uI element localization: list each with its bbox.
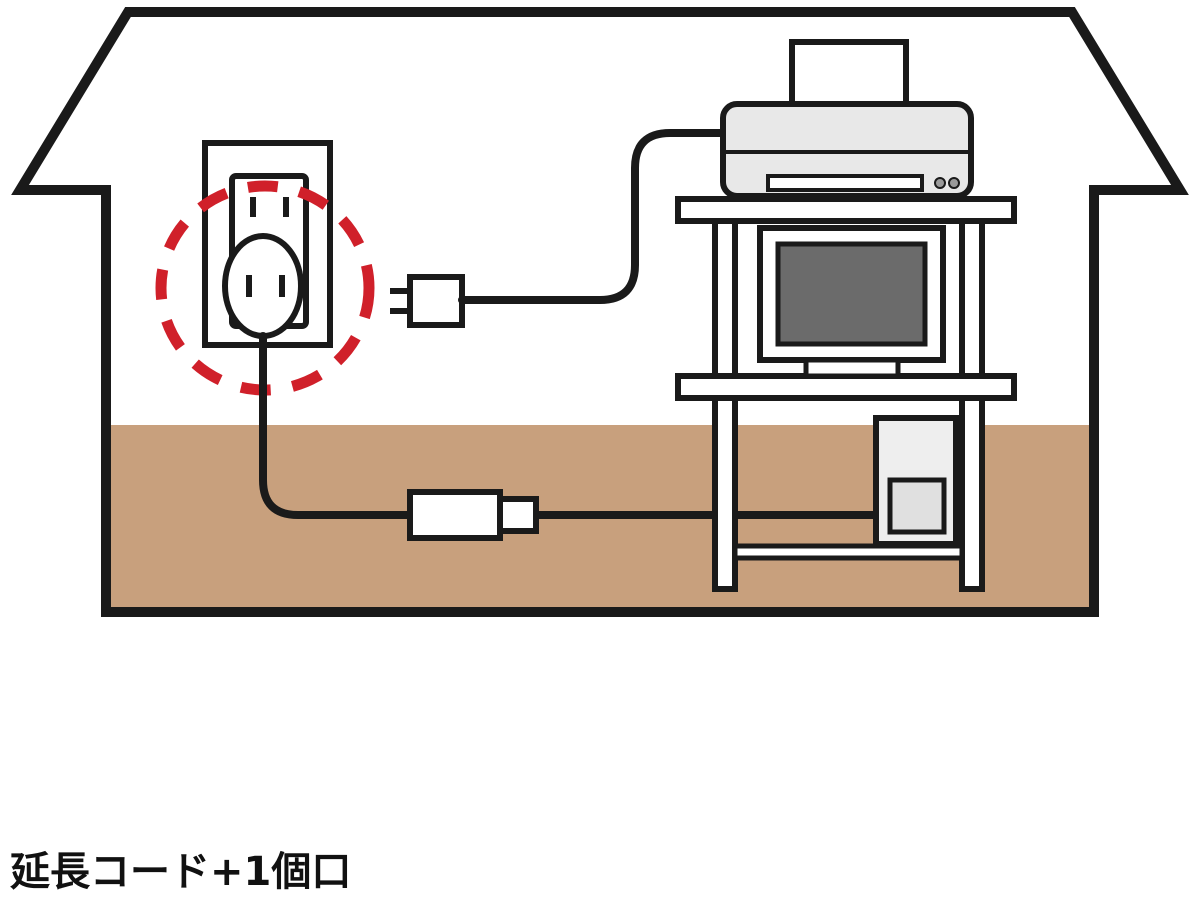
printer-icon bbox=[720, 39, 974, 199]
outlet-adapter bbox=[222, 233, 304, 339]
pc-tower-icon bbox=[873, 415, 959, 547]
desk-rack-icon bbox=[675, 196, 1017, 592]
monitor-icon bbox=[757, 225, 946, 379]
plug-icon bbox=[390, 274, 465, 328]
caption: 延長コード+1個口 bbox=[10, 849, 352, 895]
house-outline bbox=[11, 6, 1189, 617]
wall-outlet-icon bbox=[202, 140, 333, 348]
cord-plug-to-printer bbox=[458, 129, 730, 304]
extension-cord-icon bbox=[407, 489, 539, 541]
cord-outlet-to-extension bbox=[259, 332, 414, 519]
